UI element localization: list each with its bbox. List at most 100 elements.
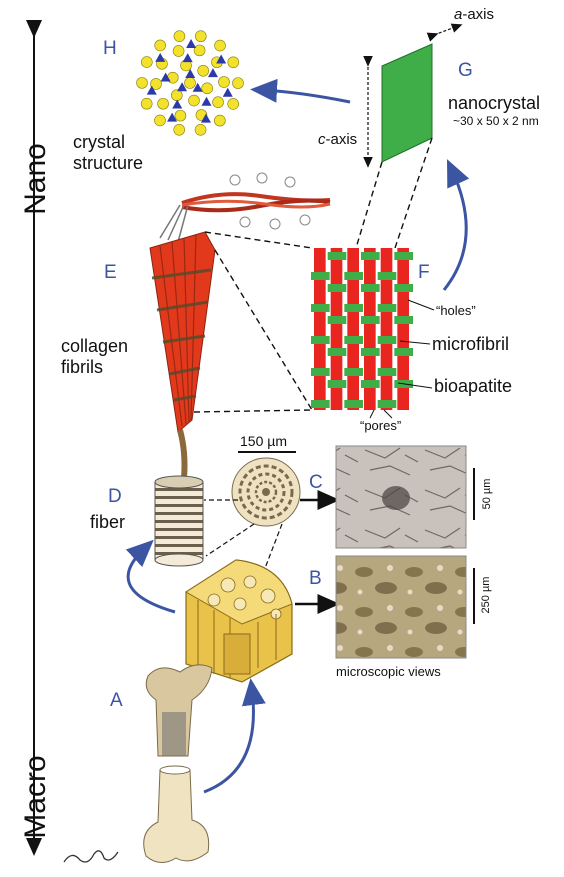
bioapatite-crystal xyxy=(361,316,380,324)
collagen-fibrils-label: collagenfibrils xyxy=(61,336,128,378)
atom xyxy=(198,65,209,76)
atom xyxy=(232,78,243,89)
atom xyxy=(137,77,148,88)
bioapatite-crystal xyxy=(344,336,363,344)
letter-g: G xyxy=(458,60,473,82)
fiber-label: fiber xyxy=(90,512,125,533)
collagen-segment xyxy=(331,356,343,380)
bioapatite-crystal xyxy=(344,400,363,408)
atom xyxy=(202,83,213,94)
collagen-segment xyxy=(331,292,343,316)
arrow-f-to-g xyxy=(444,170,466,290)
collagen-segment xyxy=(364,260,376,284)
collagen-segment xyxy=(381,312,393,336)
micrograph-b xyxy=(336,556,466,658)
bioapatite-crystal xyxy=(344,368,363,376)
collagen-segment xyxy=(347,280,359,304)
atom xyxy=(158,98,169,109)
collagen-segment xyxy=(347,344,359,368)
bioapatite-crystal xyxy=(378,368,397,376)
bioapatite-crystal xyxy=(328,316,347,324)
bioapatite-crystal xyxy=(361,348,380,356)
arrow-bone-to-block xyxy=(204,690,253,792)
bioapatite-crystal xyxy=(394,252,413,260)
collagen-segment xyxy=(314,408,326,410)
collagen-segment xyxy=(314,376,326,400)
microfibril-block xyxy=(311,248,434,418)
bioapatite-crystal xyxy=(311,400,330,408)
collagen-segment xyxy=(347,312,359,336)
a-axis-label: a-axis xyxy=(454,6,494,23)
collagen-segment xyxy=(364,292,376,316)
atom xyxy=(214,115,225,126)
collagen-segment xyxy=(397,388,409,410)
collagen-segment xyxy=(381,248,393,272)
collagen-segment xyxy=(381,344,393,368)
atom xyxy=(167,72,178,83)
letter-b: B xyxy=(309,568,322,590)
bioapatite-crystal xyxy=(311,368,330,376)
micro-c-scale: 50 µm xyxy=(481,469,493,519)
atom xyxy=(141,57,152,68)
letter-c: C xyxy=(309,472,323,494)
bioapatite-crystal xyxy=(344,272,363,280)
bioapatite-crystal xyxy=(311,304,330,312)
letter-h: H xyxy=(103,38,117,60)
microfibril-label: microfibril xyxy=(432,334,509,355)
artist-signature xyxy=(64,851,118,862)
microscopic-views-caption: microscopic views xyxy=(336,664,441,679)
collagen-segment xyxy=(397,356,409,380)
crystal-structure-label: crystalstructure xyxy=(73,132,143,174)
atom xyxy=(185,78,196,89)
bioapatite-crystal xyxy=(328,348,347,356)
micro-b-scale: 250 µm xyxy=(480,567,492,623)
nano-label: Nano xyxy=(19,139,53,219)
cortical-bone-block xyxy=(186,560,292,682)
atom xyxy=(195,124,206,135)
collagen-segment xyxy=(331,260,343,284)
collagen-segment xyxy=(331,388,343,410)
atom xyxy=(195,31,206,42)
atom xyxy=(188,95,199,106)
atom xyxy=(228,57,239,68)
atom xyxy=(175,110,186,121)
bioapatite-label: bioapatite xyxy=(434,376,512,397)
femur-illustration xyxy=(144,665,212,863)
collagen-segment xyxy=(364,248,376,252)
arrow-g-to-h xyxy=(262,90,350,102)
collagen-fibril-bundle xyxy=(150,205,215,478)
bioapatite-crystal xyxy=(328,252,347,260)
collagen-segment xyxy=(381,280,393,304)
bioapatite-crystal xyxy=(311,336,330,344)
holes-label: “holes” xyxy=(436,303,476,318)
collagen-segment xyxy=(331,248,343,252)
bioapatite-crystal xyxy=(394,284,413,292)
collagen-segment xyxy=(397,324,409,348)
bioapatite-crystal xyxy=(328,380,347,388)
crystal-structure-illustration xyxy=(137,31,244,136)
atom xyxy=(154,115,165,126)
macro-label: Macro xyxy=(19,749,53,845)
atom xyxy=(194,45,205,56)
collagen-segment xyxy=(397,292,409,316)
collagen-segment xyxy=(397,248,409,252)
nanocrystal-dims: ~30 x 50 x 2 nm xyxy=(453,114,539,128)
triple-helix xyxy=(182,173,330,229)
bioapatite-crystal xyxy=(328,284,347,292)
collagen-segment xyxy=(331,324,343,348)
atom xyxy=(174,124,185,135)
atom xyxy=(215,40,226,51)
atom xyxy=(173,45,184,56)
collagen-segment xyxy=(347,376,359,400)
letter-f: F xyxy=(418,262,430,284)
collagen-segment xyxy=(397,260,409,284)
atom xyxy=(155,40,166,51)
nanocrystal-plate xyxy=(368,26,458,163)
atom xyxy=(174,31,185,42)
atom xyxy=(218,77,229,88)
collagen-segment xyxy=(381,408,393,410)
bioapatite-crystal xyxy=(394,348,413,356)
collagen-segment xyxy=(347,408,359,410)
letter-d: D xyxy=(108,486,122,508)
c-axis-label: c-axis xyxy=(318,131,357,148)
